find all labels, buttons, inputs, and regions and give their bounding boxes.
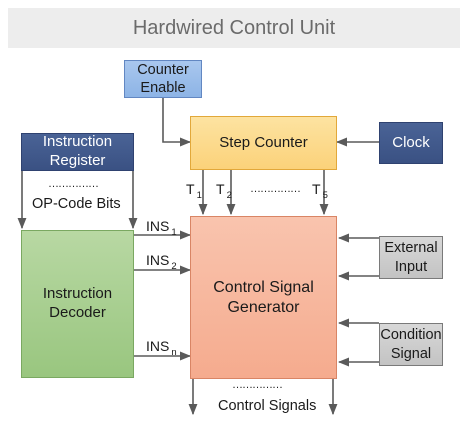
instruction-decoder-box: Instruction Decoder bbox=[21, 230, 134, 378]
clock-label: Clock bbox=[392, 133, 430, 151]
opcode-dots: …………… bbox=[48, 178, 99, 190]
wire-counter-enable bbox=[162, 98, 192, 147]
title-bar: Hardwired Control Unit bbox=[8, 8, 460, 48]
clock-box: Clock bbox=[379, 122, 443, 164]
step-counter-label: Step Counter bbox=[219, 133, 308, 151]
condition-signal-box: Condition Signal bbox=[379, 323, 443, 366]
step-counter-box: Step Counter bbox=[190, 116, 337, 170]
instruction-decoder-label: Instruction Decoder bbox=[42, 285, 113, 321]
instruction-register-label: Instruction Register bbox=[42, 133, 113, 169]
external-input-box: External Input bbox=[379, 236, 443, 279]
instruction-register-box: Instruction Register bbox=[21, 133, 134, 171]
diagram-title: Hardwired Control Unit bbox=[132, 16, 336, 39]
counter-enable-label: Counter Enable bbox=[137, 61, 189, 96]
control-signals-label: Control Signals bbox=[218, 398, 317, 414]
control-signal-generator-label: Control Signal Generator bbox=[213, 278, 314, 316]
opcode-bits-label: OP-Code Bits bbox=[32, 196, 121, 212]
condition-signal-label: Condition Signal bbox=[380, 327, 442, 362]
counter-enable-box: Counter Enable bbox=[124, 60, 202, 98]
control-signals-dots: …………… bbox=[232, 379, 283, 391]
control-signal-generator-box: Control Signal Generator bbox=[190, 216, 337, 379]
t-dots: …………… bbox=[250, 183, 301, 195]
external-input-label: External Input bbox=[384, 240, 438, 275]
